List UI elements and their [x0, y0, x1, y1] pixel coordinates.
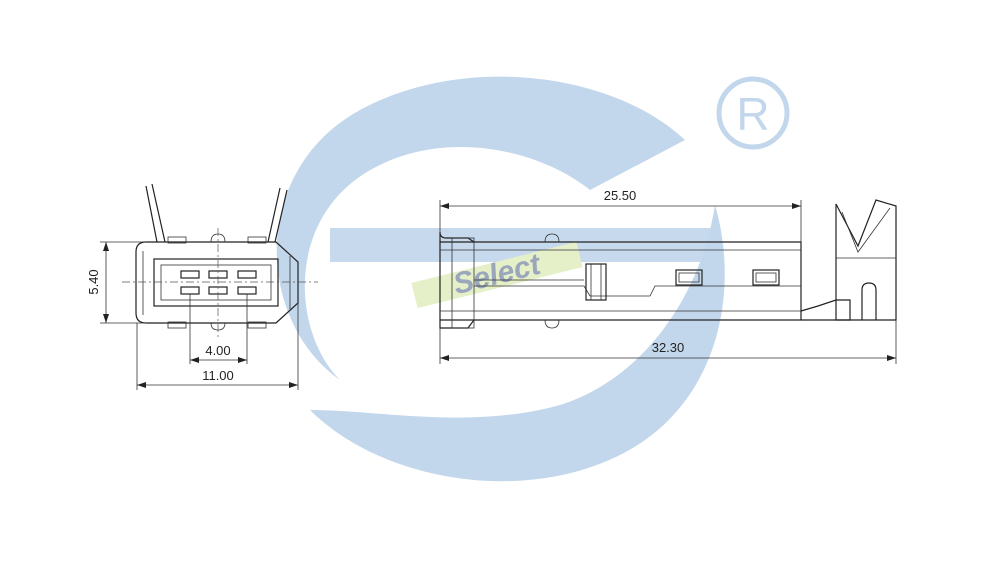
- crimp-tail: [800, 299, 851, 321]
- front-view: 5.40 4.00 11.00: [86, 183, 318, 390]
- watermark-swoosh: [276, 76, 685, 380]
- total-length-label: 32.30: [652, 340, 685, 355]
- front-housing: [135, 241, 299, 324]
- top-latch-right: [247, 236, 267, 244]
- front-cavity-inner: [160, 264, 272, 301]
- top-latch-left: [167, 236, 187, 244]
- width-dim-label: 11.00: [202, 368, 234, 383]
- registered-mark-circle: [716, 76, 790, 150]
- watermark-swoosh-lower: [310, 205, 725, 482]
- bottom-latch-right: [247, 321, 267, 329]
- pitch-dim-label: 4.00: [205, 343, 230, 358]
- bottom-latch-left: [167, 321, 187, 329]
- height-dimension: 5.40: [86, 241, 146, 324]
- pitch-dimension: 4.00: [189, 294, 248, 364]
- watermark-stripe: [411, 241, 583, 309]
- watermark: Select R: [276, 76, 790, 482]
- wire-left: [145, 183, 166, 243]
- watermark-band: [330, 228, 720, 262]
- side-latch: [585, 263, 607, 301]
- side-view: 25.50 32.30: [439, 188, 897, 364]
- wire-right: [267, 187, 288, 243]
- total-length-dimension: 32.30: [439, 320, 897, 364]
- body-length-label: 25.50: [604, 188, 637, 203]
- side-window-1: [675, 269, 703, 286]
- registered-mark-letter: R: [736, 88, 769, 140]
- body-length-dimension: 25.50: [439, 188, 802, 242]
- crimp-barrel: [835, 199, 897, 321]
- front-cavity-outer: [153, 258, 279, 307]
- width-dimension: 11.00: [136, 303, 299, 390]
- side-window-2: [752, 269, 780, 286]
- contact-slots: [180, 270, 257, 295]
- height-dim-label: 5.40: [86, 269, 101, 294]
